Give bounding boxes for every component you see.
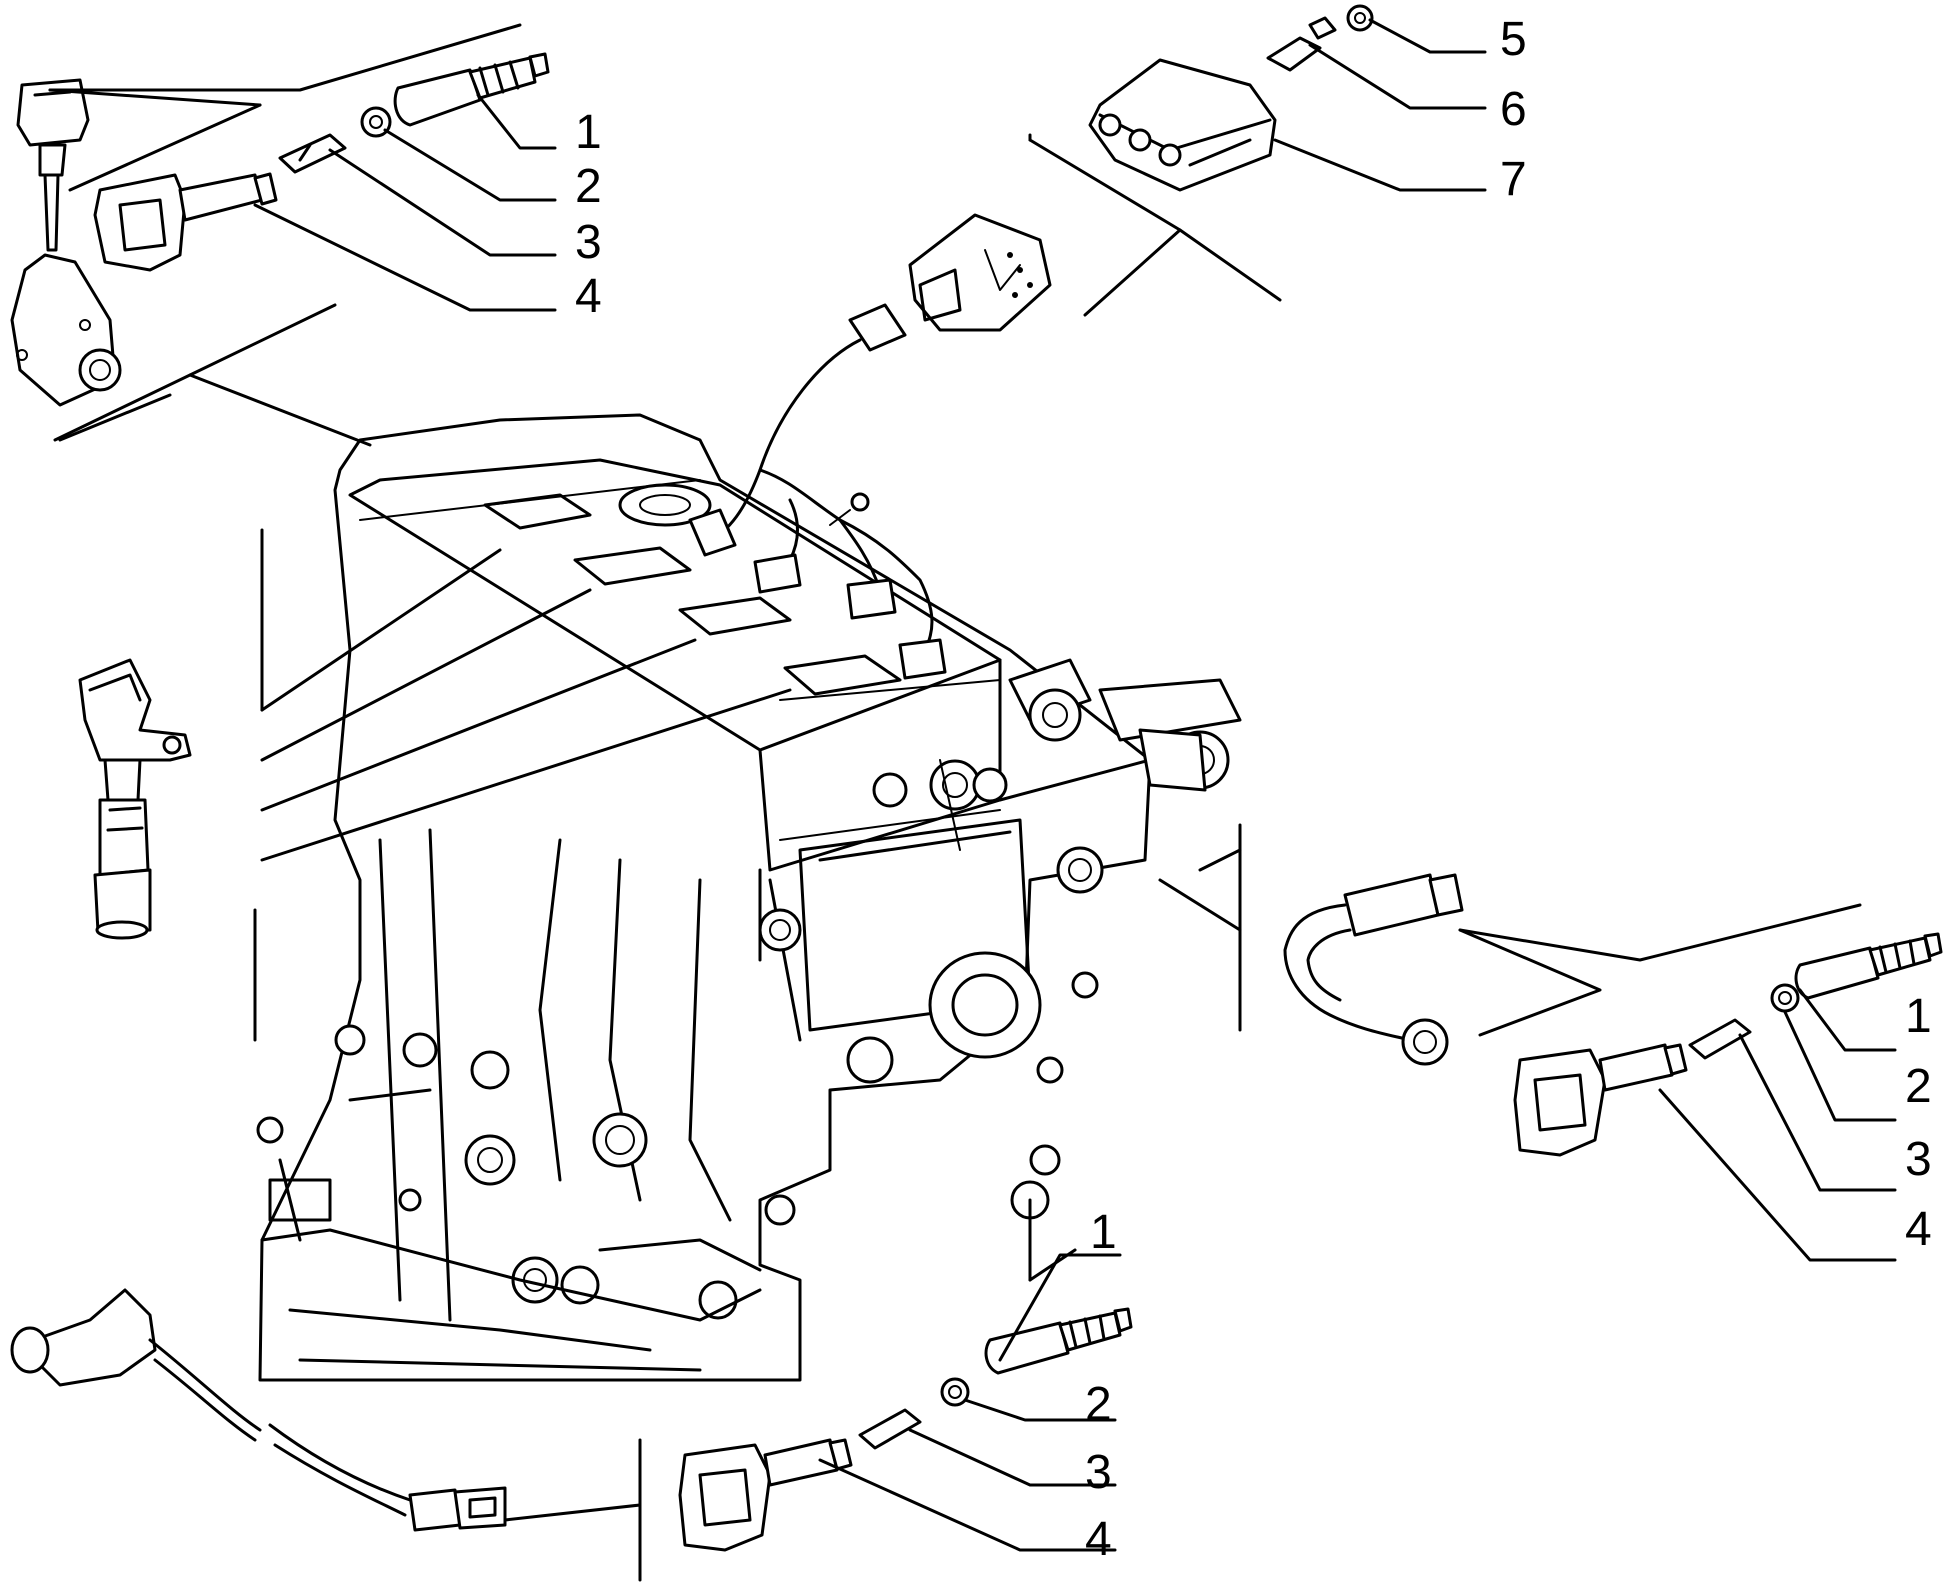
ignition-wiring-harness <box>688 303 947 680</box>
callout-label: 2 <box>575 160 602 213</box>
coil-with-lead-top-left <box>10 78 122 407</box>
connector-housing-right <box>1513 1043 1688 1157</box>
terminal-right <box>1688 1018 1752 1060</box>
callout-numbers-mid-right: 1 2 3 4 <box>1905 990 1932 1256</box>
callout-numbers-bottom: 1 2 3 4 <box>1085 1206 1117 1566</box>
multi-pin-connector <box>1088 58 1277 192</box>
terminal-top-left <box>278 133 347 174</box>
callout-label: 1 <box>1905 990 1932 1043</box>
callout-label: 4 <box>1905 1203 1932 1256</box>
callout-label: 3 <box>1905 1133 1932 1186</box>
callout-label: 2 <box>1085 1378 1112 1431</box>
callout-label: 1 <box>575 106 602 159</box>
seal-bottom <box>940 1377 970 1407</box>
callout-label: 7 <box>1500 153 1527 206</box>
connector-housing-bottom <box>678 1438 853 1552</box>
callout-label: 6 <box>1500 83 1527 136</box>
callout-label: 4 <box>1085 1513 1112 1566</box>
leader-lines <box>48 18 1897 1582</box>
callout-numbers-top-right: 5 6 7 <box>1500 13 1527 206</box>
callout-label: 2 <box>1905 1060 1932 1113</box>
callout-numbers-top-left: 1 2 3 4 <box>575 106 602 323</box>
terminal-and-seal-top <box>1266 4 1374 72</box>
seal-top-left <box>360 106 392 138</box>
terminal-bottom <box>858 1408 922 1450</box>
seal-right <box>1770 983 1800 1013</box>
callout-label: 3 <box>1085 1446 1112 1499</box>
boot-right <box>1794 932 1943 1000</box>
connector-housing-top-left <box>93 172 278 272</box>
callout-label: 3 <box>575 216 602 269</box>
callout-label: 5 <box>1500 13 1527 66</box>
callout-label: 4 <box>575 270 602 323</box>
ignition-coil-left <box>78 658 192 940</box>
boot-top-left <box>393 52 550 127</box>
ignition-module <box>908 213 1052 332</box>
callout-label: 1 <box>1090 1206 1117 1259</box>
crank-sensor-with-lead <box>10 1288 507 1532</box>
boot-bottom <box>984 1307 1133 1375</box>
knock-sensor-with-lead <box>1283 873 1464 1066</box>
